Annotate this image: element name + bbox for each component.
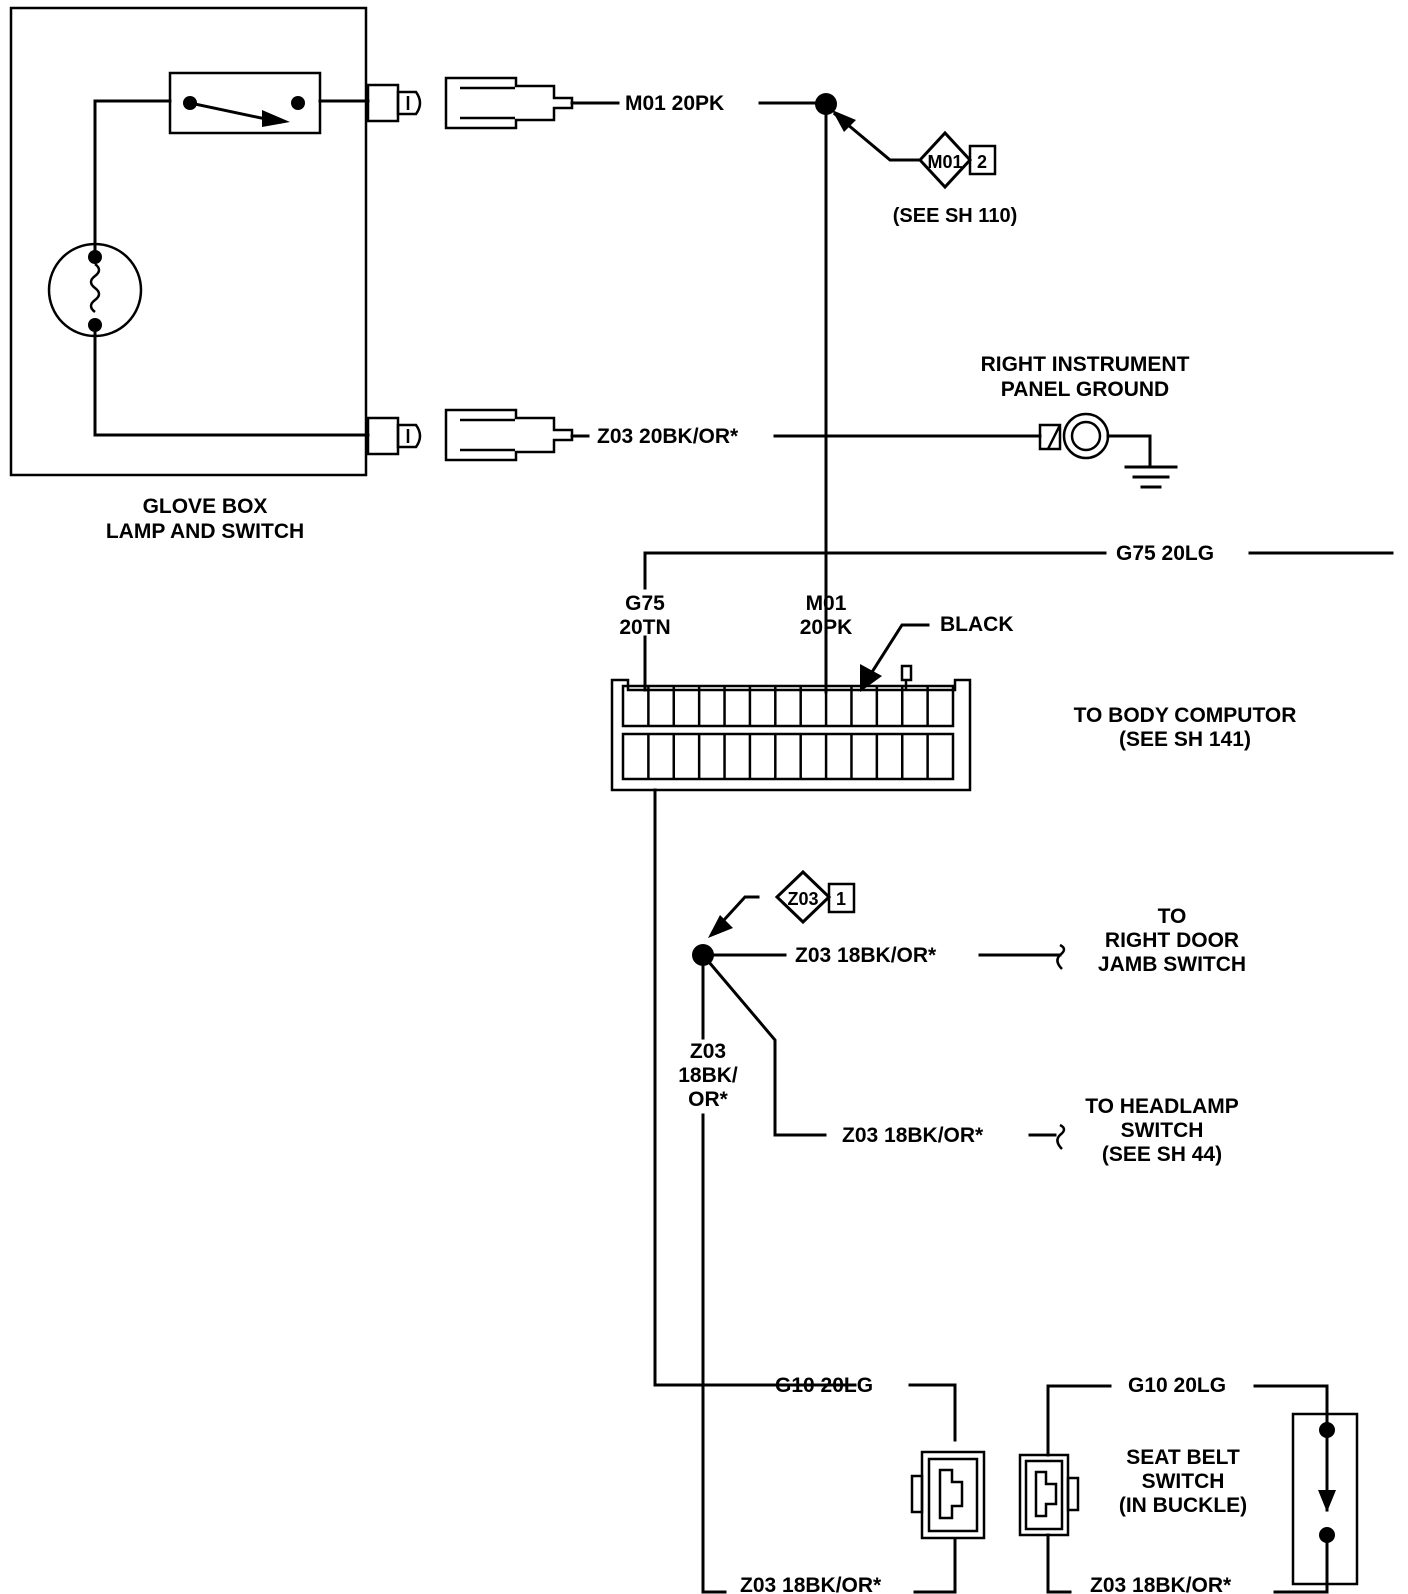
wire-label-g10-left: G10 20LG [775,1374,873,1397]
headlamp-label-3: (SEE SH 44) [1102,1143,1222,1166]
connector-color-label: BLACK [940,613,1014,636]
connector-upper [366,76,574,130]
ground-label-1: RIGHT INSTRUMENT [981,353,1190,376]
switch-housing [168,71,322,135]
glove-box-assembly [9,6,370,477]
wire-label-g10-right: G10 20LG [1128,1374,1226,1397]
splice-ref-m01-num: 2 [977,152,987,172]
door-jamb-label-2: RIGHT DOOR [1105,929,1239,952]
break-symbol-headlamp [1056,1123,1066,1150]
wire-label-g75: G75 20LG [1116,542,1214,565]
door-jamb-label-3: JAMB SWITCH [1098,953,1246,976]
splice-ref-m01-code: M01 [927,152,962,172]
lamp-filament-icon [89,263,101,313]
connector-cavities [647,686,929,779]
wire-label-z03-door: Z03 18BK/OR* [795,944,937,967]
seat-belt-label-2: SWITCH [1142,1470,1225,1493]
wire-label-m01: M01 20PK [625,92,724,115]
wire-label-z03-headlamp: Z03 18BK/OR* [842,1124,984,1147]
wire-label-z03-vert-3: OR* [688,1088,729,1111]
switch-contact-right [291,96,305,110]
wire-label-z03-vert-1: Z03 [690,1040,726,1063]
lamp-bulb-icon [47,242,143,338]
pin-label-g75-1: G75 [625,592,665,615]
seat-belt-connector-right [1018,1453,1080,1537]
headlamp-label-1: TO HEADLAMP [1085,1095,1239,1118]
headlamp-label-2: SWITCH [1121,1119,1204,1142]
wire-g10-left [653,788,857,1387]
splice-ref-z03-code: Z03 [787,889,818,909]
break-symbol-door [1056,943,1066,970]
ground-eyelet [1062,412,1110,460]
splice-ref-m01-note: (SEE SH 110) [893,205,1018,227]
splice-ref-z03-box [827,882,856,914]
switch-arrow [262,110,290,127]
pin-label-m01-1: M01 [806,592,847,615]
glove-box-label-2: LAMP AND SWITCH [106,520,304,543]
lamp-wire-bottom [93,323,370,437]
pin-label-g75-2: 20TN [619,616,670,639]
glove-box-outline [9,6,368,477]
wire-label-z03-bottom-right: Z03 18BK/OR* [1090,1574,1232,1594]
glove-box-label-1: GLOVE BOX [143,495,268,518]
wire-label-z03-bottom-left: Z03 18BK/OR* [740,1574,882,1594]
door-jamb-label-1: TO [1158,905,1187,928]
body-computer-label-1: TO BODY COMPUTOR [1074,704,1297,727]
seat-belt-label-3: (IN BUCKLE) [1119,1494,1247,1517]
seat-belt-connector-left [910,1450,986,1540]
seat-belt-label-1: SEAT BELT [1126,1446,1240,1469]
ground-label-2: PANEL GROUND [1001,378,1169,401]
wire-label-z03-vert-2: 18BK/ [678,1064,738,1087]
wire-label-z03-ground: Z03 20BK/OR* [597,425,739,448]
connector-lower [366,408,574,462]
splice-ref-m01-box [968,144,997,176]
seat-belt-switch [1253,1384,1359,1594]
pin-label-m01-2: 20PK [800,616,853,639]
body-computer-connector [610,664,972,792]
body-computer-label-2: (SEE SH 141) [1119,728,1251,751]
splice-ref-z03-num: 1 [836,889,846,909]
lamp-wire-top [93,99,172,257]
